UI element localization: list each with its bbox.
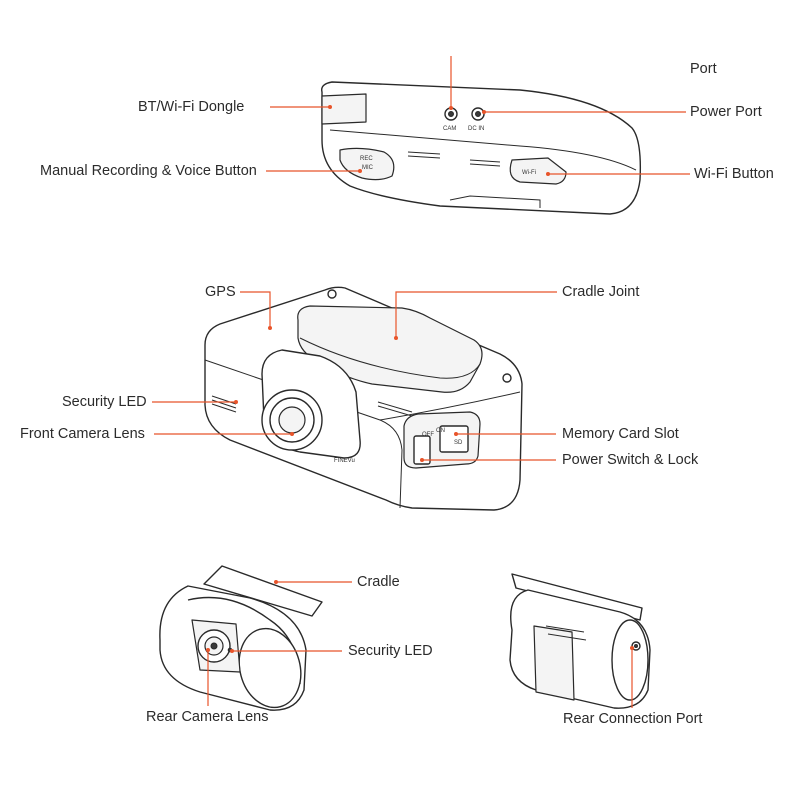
device-top-view: CAM DC IN REC MIC Wi-Fi — [321, 81, 642, 215]
dc-in-marking: DC IN — [468, 126, 484, 132]
label-memory-card-slot: Memory Card Slot — [562, 426, 679, 442]
cradle-shape — [203, 565, 323, 617]
label-port: Port — [690, 61, 717, 77]
device-front-view: OFF ON SD FINEVu — [204, 286, 523, 511]
manual-recording-button-shape — [339, 147, 395, 181]
off-marking: OFF — [422, 432, 434, 438]
mic-marking: MIC — [362, 165, 374, 171]
rear-camera-back-view — [509, 573, 651, 709]
label-power-switch-lock: Power Switch & Lock — [562, 452, 699, 468]
memory-card-slot-shape — [439, 425, 469, 453]
rear-back-end-cap — [611, 619, 649, 701]
cam-marking: CAM — [443, 126, 456, 132]
label-security-led-front: Security LED — [62, 394, 147, 410]
label-manual-recording: Manual Recording & Voice Button — [40, 163, 257, 179]
label-gps: GPS — [205, 284, 236, 300]
label-bt-wifi-dongle: BT/Wi-Fi Dongle — [138, 99, 245, 115]
brand-marking: FINEVu — [334, 458, 355, 464]
power-switch-shape — [413, 435, 431, 465]
sd-marking: SD — [454, 440, 463, 446]
label-front-camera-lens: Front Camera Lens — [20, 426, 145, 442]
label-cradle-joint: Cradle Joint — [562, 284, 640, 300]
leader-lines — [152, 56, 690, 708]
leader-gps — [240, 291, 271, 328]
rec-marking: REC — [360, 156, 373, 162]
label-rear-connection-port: Rear Connection Port — [563, 711, 703, 727]
label-rear-camera-lens: Rear Camera Lens — [146, 709, 269, 725]
label-cradle: Cradle — [357, 574, 400, 590]
label-security-led-rear: Security LED — [348, 643, 433, 659]
security-led-front-shape — [211, 395, 237, 413]
wifi-marking: Wi-Fi — [522, 170, 536, 176]
leader-cradle-joint — [395, 291, 557, 338]
label-power-port: Power Port — [690, 104, 762, 120]
label-wifi-button: Wi-Fi Button — [694, 166, 774, 182]
on-marking: ON — [436, 428, 445, 434]
bt-wifi-dongle-shape — [321, 93, 367, 125]
rear-camera-front-view — [159, 565, 323, 711]
